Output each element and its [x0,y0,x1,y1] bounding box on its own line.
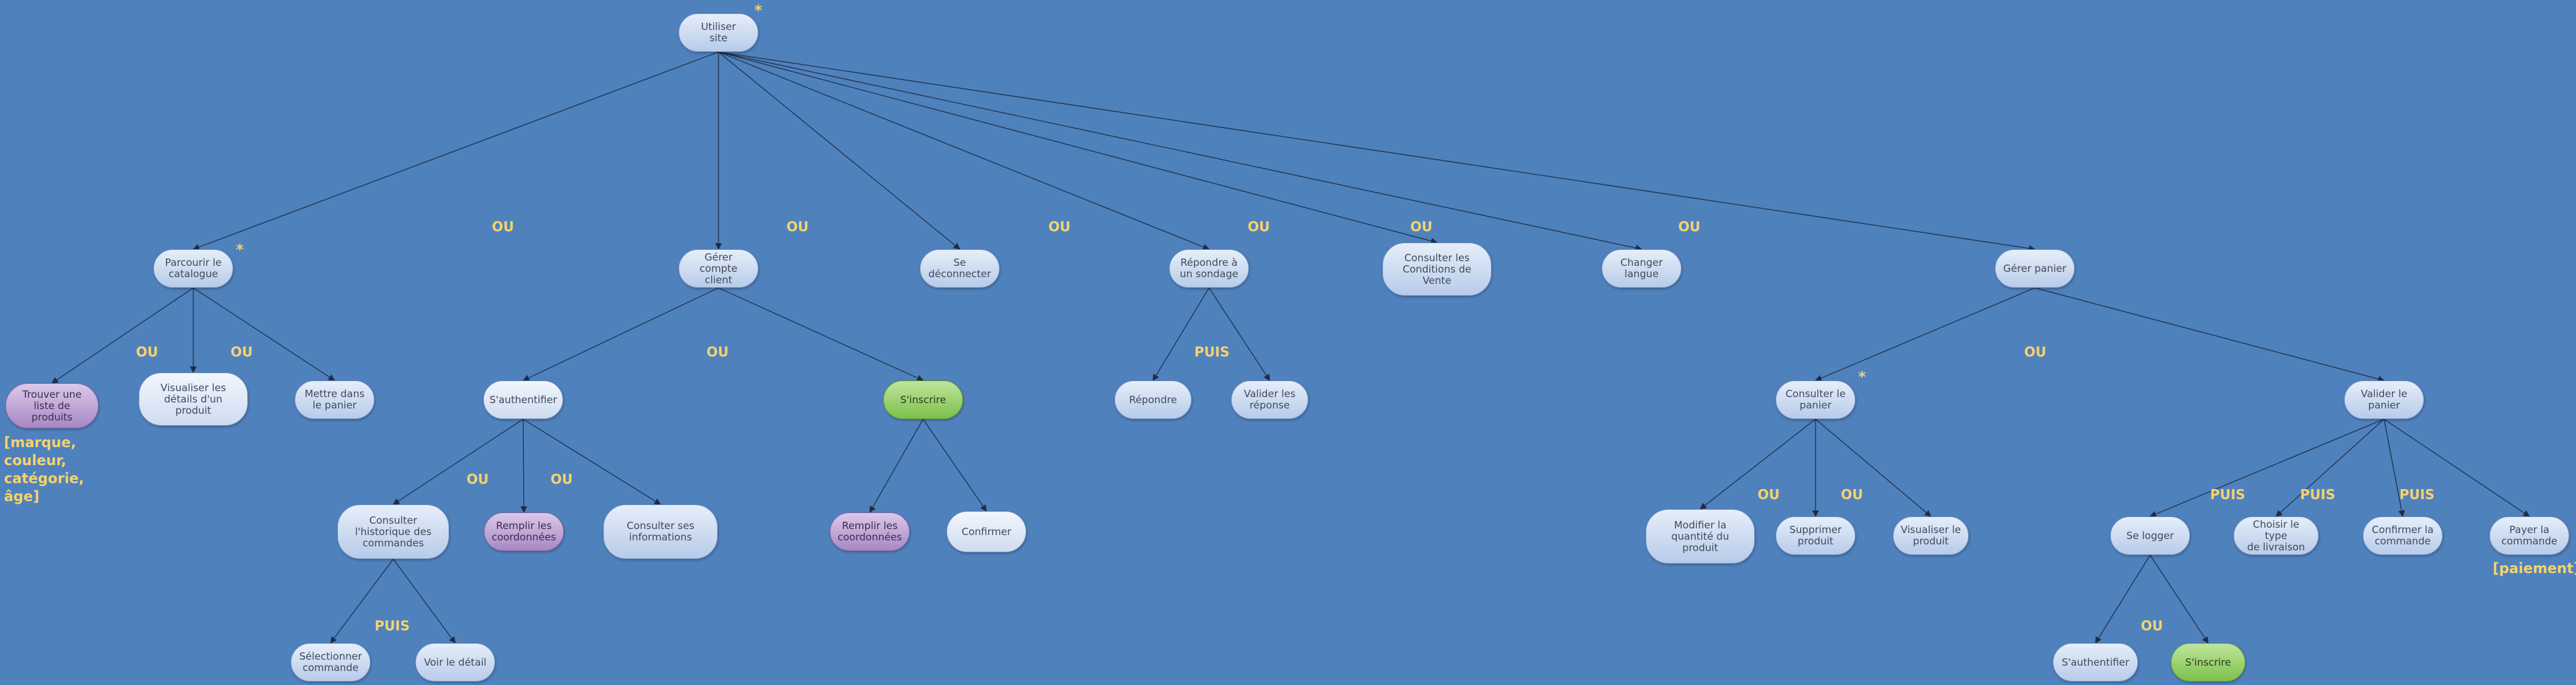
edge-repondre-sondage-to-repondre [1152,287,1210,381]
star-consulter-panier: * [1858,369,1866,386]
op-ou-parcourir-2: OU [231,344,253,360]
node-mettre-panier[interactable]: Mettre dans le panier [295,380,375,419]
edge-valider-panier-to-se-logger [2149,418,2385,518]
node-voir-detail[interactable]: Voir le détail [415,643,495,682]
edge-consulter-panier-to-modifier-quantite [1700,418,1816,510]
edge-valider-panier-to-payer-commande [2383,418,2530,517]
edge-se-logger-to-s-authentifier-2 [2095,554,2151,644]
node-gerer-panier[interactable]: Gérer panier [1995,249,2075,288]
edge-gerer-panier-to-consulter-panier [1815,287,2035,382]
node-modifier-quantite[interactable]: Modifier la quantité du produit [1646,509,1755,564]
node-confirmer[interactable]: Confirmer [946,511,1026,552]
op-ou-auth-2: OU [551,471,573,487]
edge-utiliser-site-to-changer-langue [718,51,1642,252]
edge-utiliser-site-to-consulter-cgv [718,51,1438,245]
node-choisir-livraison[interactable]: Choisir le type de livraison [2233,516,2319,555]
edge-gerer-compte-client-to-s-inscrire [718,287,924,381]
edge-valider-panier-to-choisir-livraison [2275,418,2385,517]
op-ou-consulter-panier-1: OU [1758,486,1780,502]
node-se-logger[interactable]: Se logger [2110,516,2190,555]
op-puis-historique: PUIS [375,618,410,634]
edge-utiliser-site-to-gerer-panier [718,51,2035,252]
node-se-deconnecter[interactable]: Se déconnecter [920,249,1000,288]
node-remplir-coordonnees-2[interactable]: Remplir les coordonnées [830,512,910,551]
star-root: * [754,3,762,19]
node-s-authentifier[interactable]: S'authentifier [483,380,563,419]
edge-valider-panier-to-confirmer-commande [2383,418,2405,517]
node-repondre-sondage[interactable]: Répondre à un sondage [1169,249,1249,288]
node-confirmer-commande[interactable]: Confirmer la commande [2363,516,2443,555]
node-remplir-coordonnees-1[interactable]: Remplir les coordonnées [484,512,564,551]
op-ou-panier: OU [2024,344,2047,360]
edge-se-logger-to-s-inscrire-2 [2149,554,2209,644]
op-puis-sondage: PUIS [1194,344,1230,360]
edge-s-inscrire-to-confirmer [922,418,987,512]
node-repondre[interactable]: Répondre [1114,380,1192,419]
op-ou-root-4: OU [1248,219,1270,235]
node-changer-langue[interactable]: Changer langue [1602,249,1682,288]
star-parcourir: * [236,242,244,259]
op-ou-root-6: OU [1678,219,1701,235]
node-valider-reponse[interactable]: Valider les réponse [1231,380,1308,419]
edge-gerer-compte-client-to-s-authentifier [523,287,719,381]
node-utiliser-site[interactable]: Utiliser site [678,13,758,52]
node-valider-panier[interactable]: Valider le panier [2344,380,2424,419]
node-s-inscrire[interactable]: S'inscrire [883,380,963,419]
op-ou-root-3: OU [1048,219,1071,235]
op-ou-consulter-panier-2: OU [1841,486,1864,502]
edge-s-authentifier-to-remplir-coordonnees-1 [520,418,527,513]
op-ou-root-1: OU [492,219,515,235]
edge-s-authentifier-to-consulter-informations [523,418,661,505]
node-visualiser-produit[interactable]: Visualiser le produit [1893,516,1969,555]
node-consulter-informations[interactable]: Consulter ses informations [603,504,718,559]
op-ou-root-2: OU [786,219,809,235]
edge-utiliser-site-to-repondre-sondage [718,51,1210,251]
edge-repondre-sondage-to-valider-reponse [1208,287,1270,381]
node-s-inscrire-2[interactable]: S'inscrire [2171,643,2245,682]
node-consulter-cgv[interactable]: Consulter les Conditions de Vente [1382,243,1492,296]
edge-utiliser-site-to-se-deconnecter [718,51,960,250]
op-ou-logger: OU [2141,618,2163,634]
note-paiement: [paiement] [2493,560,2576,576]
op-ou-auth-1: OU [467,471,489,487]
node-trouver-liste-produits[interactable]: Trouver une liste de produits [5,383,99,428]
edge-s-authentifier-to-consulter-historique [393,418,524,505]
node-supprimer-produit[interactable]: Supprimer produit [1776,516,1856,555]
node-consulter-panier[interactable]: Consulter le panier [1776,380,1856,419]
note-filtres: [marque, couleur, catégorie, âge] [4,434,85,504]
edge-gerer-panier-to-valider-panier [2034,287,2385,382]
edge-consulter-panier-to-visualiser-produit [1815,418,1932,517]
edge-parcourir-catalogue-to-trouver-liste-produits [51,287,194,384]
edge-consulter-historique-to-voir-detail [393,558,456,644]
node-parcourir-catalogue[interactable]: Parcourir le catalogue [153,249,233,288]
node-s-authentifier-2[interactable]: S'authentifier [2053,643,2138,682]
op-puis-valider-1: PUIS [2210,486,2245,502]
edge-parcourir-catalogue-to-mettre-panier [193,287,335,381]
node-gerer-compte-client[interactable]: Gérer compte client [678,249,758,288]
edge-consulter-historique-to-selectionner-commande [330,558,394,644]
op-ou-compte: OU [706,344,729,360]
edge-s-inscrire-to-remplir-coordonnees-2 [869,418,924,513]
op-puis-valider-3: PUIS [2399,486,2435,502]
node-payer-commande[interactable]: Payer la commande [2489,516,2569,555]
node-visualiser-details[interactable]: Visualiser les détails d'un produit [139,372,248,426]
op-puis-valider-2: PUIS [2300,486,2335,502]
edge-utiliser-site-to-parcourir-catalogue [193,51,719,251]
op-ou-root-5: OU [1410,219,1433,235]
node-selectionner-commande[interactable]: Sélectionner commande [291,643,371,682]
op-ou-parcourir-1: OU [136,344,159,360]
node-consulter-historique[interactable]: Consulter l'historique des commandes [337,504,449,559]
